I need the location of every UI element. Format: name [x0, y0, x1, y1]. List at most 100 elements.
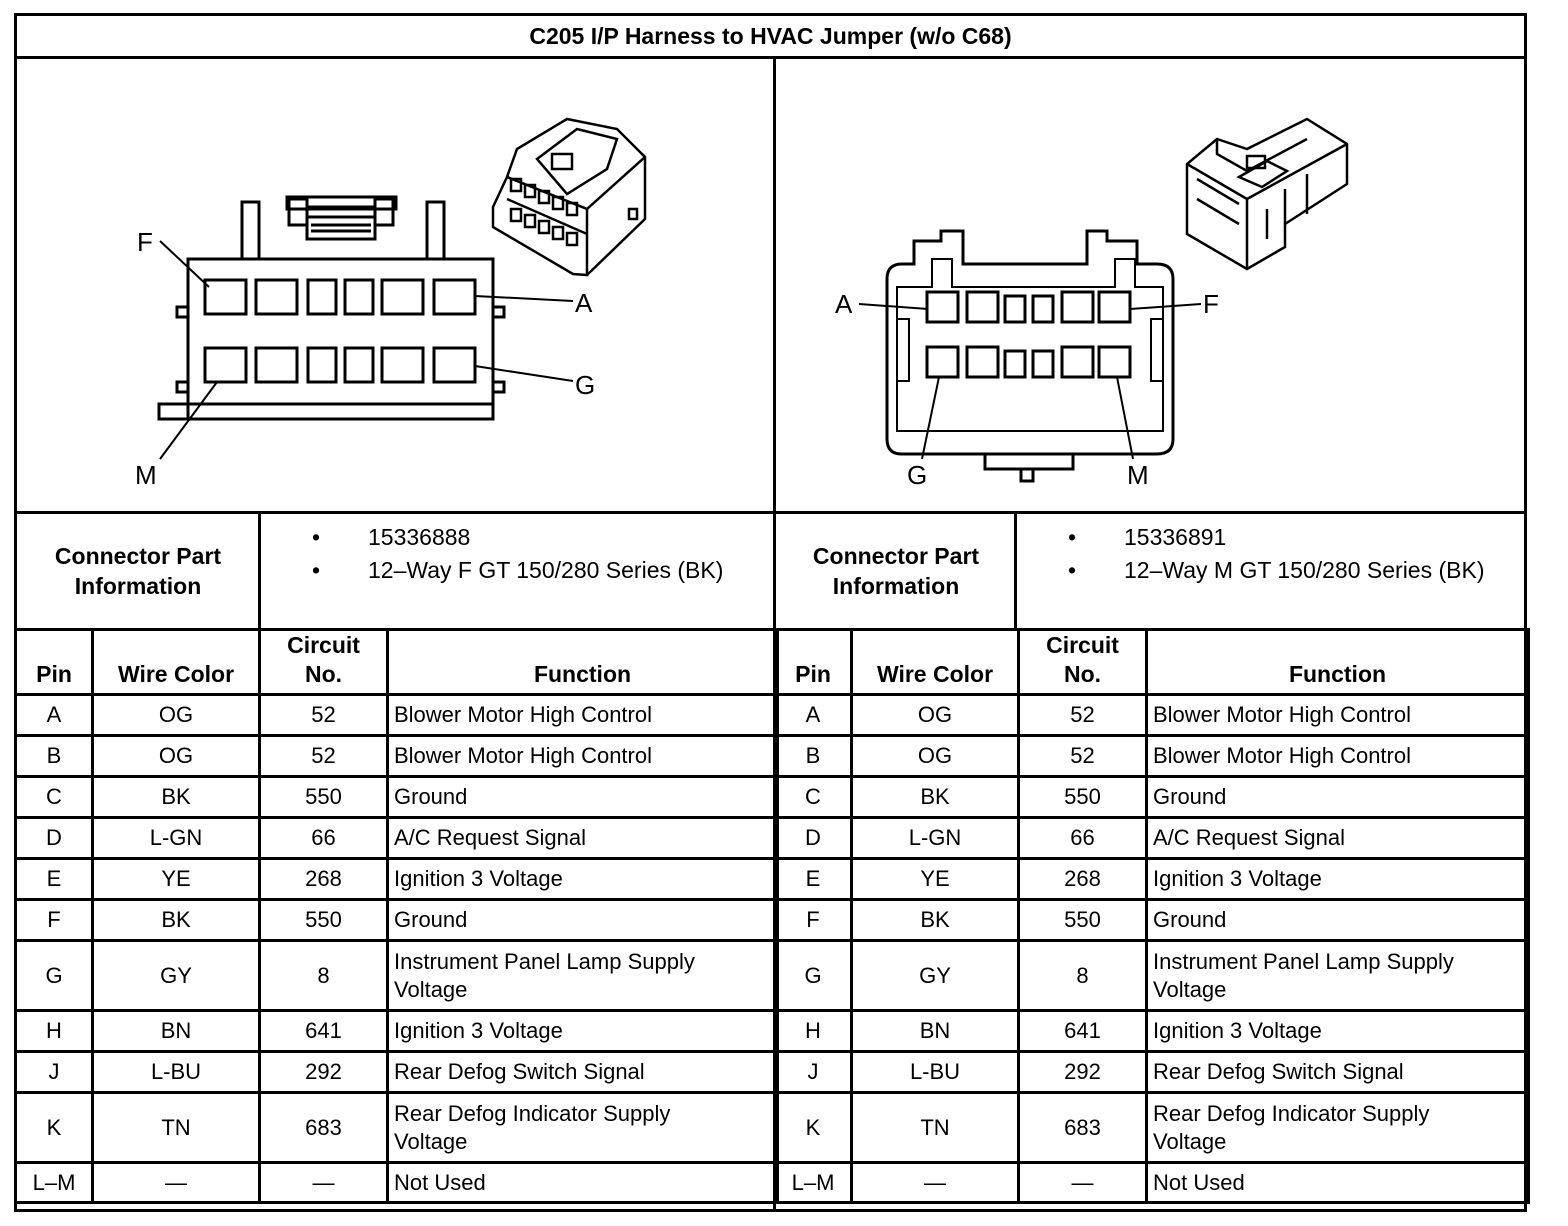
pin-cell: J	[14, 1050, 94, 1094]
wire-color-cell: BK	[91, 898, 261, 942]
wire-color-cell: —	[850, 1161, 1020, 1204]
circuit-cell: 8	[258, 939, 389, 1012]
wire-color-cell: BK	[850, 775, 1020, 819]
circuit-cell: 8	[1017, 939, 1148, 1012]
left-part-number: •15336888	[312, 524, 471, 550]
circuit-cell: 641	[258, 1009, 389, 1053]
pin-cell: B	[14, 734, 94, 778]
wire-color-cell: L-BU	[850, 1050, 1020, 1094]
left-label-a: A	[575, 288, 593, 318]
right-label-g: G	[907, 460, 927, 490]
pin-cell: G	[14, 939, 94, 1012]
pin-cell: L–M	[773, 1161, 853, 1204]
pin-cell: C	[773, 775, 853, 819]
header-wire-color: Wire Color	[91, 628, 261, 696]
circuit-cell: 268	[1017, 857, 1148, 901]
wire-color-cell: BN	[850, 1009, 1020, 1053]
function-cell: Ground	[1145, 775, 1530, 819]
function-cell: Not Used	[1145, 1161, 1530, 1204]
circuit-cell: 683	[1017, 1091, 1148, 1164]
left-part-desc: •12–Way F GT 150/280 Series (BK)	[312, 557, 724, 583]
pin-cell: A	[773, 693, 853, 737]
function-cell: Blower Motor High Control	[1145, 734, 1530, 778]
right-part-info: •15336891 •12–Way M GT 150/280 Series (B…	[1068, 521, 1485, 587]
left-connector-iso	[491, 117, 647, 277]
circuit-cell: 292	[258, 1050, 389, 1094]
left-cpi-label: Connector Part Information	[54, 543, 222, 599]
function-cell: Ignition 3 Voltage	[1145, 1009, 1530, 1053]
right-cpi-label: Connector Part Information	[812, 543, 980, 599]
circuit-cell: —	[1017, 1161, 1148, 1204]
pin-cell: F	[14, 898, 94, 942]
pin-cell: D	[773, 816, 853, 860]
circuit-cell: 52	[1017, 734, 1148, 778]
right-connector-face	[858, 229, 1202, 483]
wire-color-cell: YE	[91, 857, 261, 901]
page-title: C205 I/P Harness to HVAC Jumper (w/o C68…	[17, 16, 1524, 59]
wire-color-cell: BK	[91, 775, 261, 819]
circuit-cell: 66	[1017, 816, 1148, 860]
function-cell: Ground	[386, 775, 779, 819]
circuit-cell: 683	[258, 1091, 389, 1164]
wire-color-cell: —	[91, 1161, 261, 1204]
right-label-m: M	[1127, 460, 1149, 490]
pin-cell: H	[14, 1009, 94, 1053]
circuit-cell: 550	[258, 775, 389, 819]
left-part-info: •15336888 •12–Way F GT 150/280 Series (B…	[312, 521, 723, 587]
circuit-cell: 550	[258, 898, 389, 942]
pin-cell: E	[773, 857, 853, 901]
pin-cell: J	[773, 1050, 853, 1094]
function-cell: Not Used	[386, 1161, 779, 1204]
left-label-g: G	[575, 370, 595, 400]
wire-color-cell: BK	[850, 898, 1020, 942]
header-function: Function	[1145, 628, 1530, 696]
pin-cell: E	[14, 857, 94, 901]
pin-cell: C	[14, 775, 94, 819]
header-pin: Pin	[14, 628, 94, 696]
wire-color-cell: YE	[850, 857, 1020, 901]
pin-cell: F	[773, 898, 853, 942]
table-row: L–M——Not Used	[14, 1161, 779, 1204]
function-cell: Ignition 3 Voltage	[386, 857, 779, 901]
circuit-cell: —	[258, 1161, 389, 1204]
function-cell: Blower Motor High Control	[386, 734, 779, 778]
right-label-a: A	[835, 289, 853, 319]
circuit-cell: 268	[258, 857, 389, 901]
header-function: Function	[386, 628, 779, 696]
pin-cell: D	[14, 816, 94, 860]
left-label-m: M	[135, 460, 157, 490]
pin-cell: K	[14, 1091, 94, 1164]
left-connector-face	[157, 195, 574, 460]
wire-color-cell: L-BU	[91, 1050, 261, 1094]
wire-color-cell: L-GN	[91, 816, 261, 860]
function-cell: Blower Motor High Control	[386, 693, 779, 737]
pin-cell: L–M	[14, 1161, 94, 1204]
function-cell: Blower Motor High Control	[1145, 693, 1530, 737]
pin-cell: B	[773, 734, 853, 778]
wire-color-cell: OG	[91, 734, 261, 778]
pin-cell: K	[773, 1091, 853, 1164]
header-wire-color: Wire Color	[850, 628, 1020, 696]
right-label-f: F	[1203, 289, 1219, 319]
wire-color-cell: BN	[91, 1009, 261, 1053]
pin-cell: A	[14, 693, 94, 737]
wire-color-cell: OG	[91, 693, 261, 737]
wire-color-cell: OG	[850, 693, 1020, 737]
circuit-cell: 66	[258, 816, 389, 860]
